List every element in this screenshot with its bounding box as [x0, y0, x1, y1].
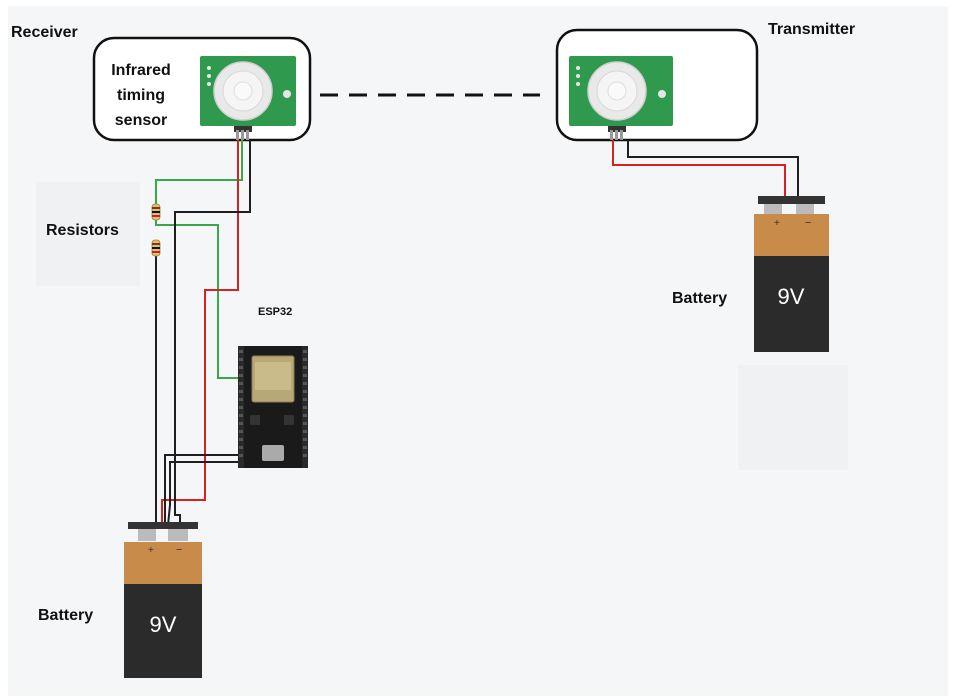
receiver-label: Receiver — [11, 24, 78, 41]
battery-right-label: Battery — [672, 290, 728, 307]
esp32-board — [238, 346, 308, 468]
battery-right — [754, 196, 829, 352]
battery-right-minus: − — [805, 217, 811, 229]
battery-left-label: Battery — [38, 607, 94, 624]
right-blank-panel — [738, 365, 848, 470]
esp32-ground-wire-2 — [167, 461, 243, 526]
battery-right-voltage: 9V — [778, 284, 805, 309]
battery-left-voltage: 9V — [150, 612, 177, 637]
green-signal-wire — [155, 140, 243, 379]
battery-left-minus: − — [176, 544, 182, 556]
battery-right-plus: + — [774, 218, 780, 229]
sensor-label-line2: timing — [117, 87, 165, 104]
tx-red-wire — [612, 140, 786, 198]
receiver-wires — [155, 140, 251, 526]
transmitter-wires — [612, 140, 799, 198]
sensor-label-line3: sensor — [114, 112, 168, 129]
esp32-ground-wire — [164, 454, 243, 525]
sensor-label: Infrared timing sensor — [106, 58, 176, 133]
receiver-pir-module — [200, 56, 296, 140]
red-power-wire — [161, 140, 239, 525]
resistors-label: Resistors — [46, 222, 119, 239]
resistor-2 — [151, 239, 161, 257]
resistor-1 — [151, 203, 161, 221]
tx-black-wire — [627, 140, 799, 198]
sensor-label-line1: Infrared — [111, 62, 171, 79]
black-ground-wire — [174, 140, 251, 525]
transmitter-label: Transmitter — [768, 21, 856, 38]
resistor-label-panel — [36, 182, 140, 286]
esp32-label: ESP32 — [258, 306, 293, 318]
battery-left — [124, 522, 202, 678]
transmitter-pir-module — [569, 56, 673, 140]
battery-left-plus: + — [148, 545, 154, 556]
